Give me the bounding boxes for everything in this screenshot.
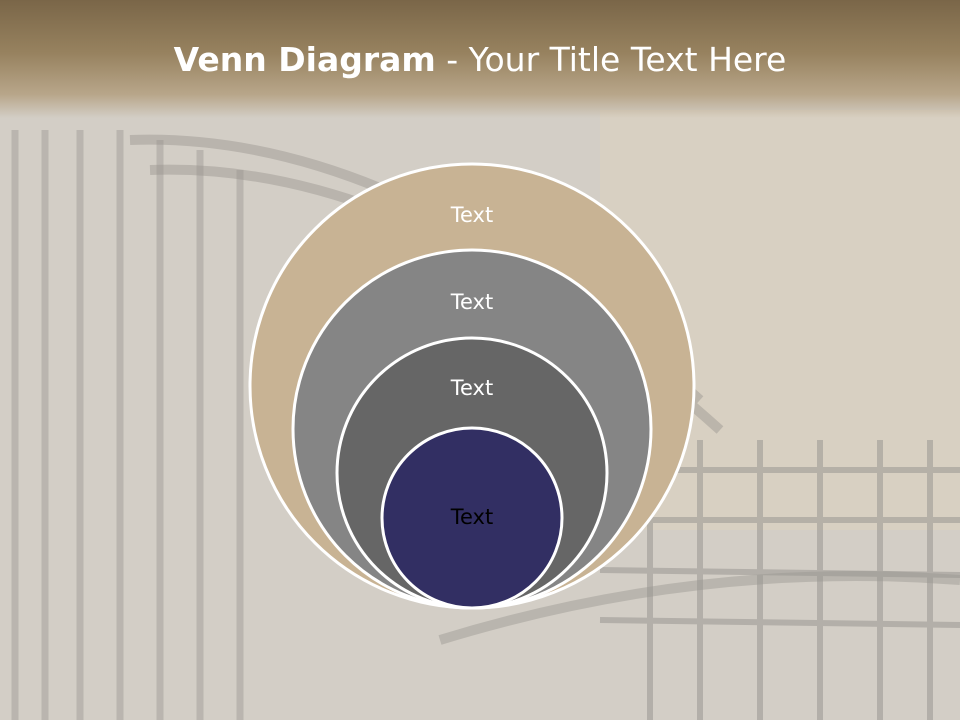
venn-circle-3-label: Text [450, 376, 493, 400]
title-rest: - Your Title Text Here [435, 40, 787, 79]
title-band [0, 0, 960, 118]
venn-circle-2-label: Text [450, 290, 493, 314]
venn-circle-4 [380, 426, 564, 610]
venn-circle-1-label: Text [450, 203, 493, 227]
slide-title: Venn Diagram - Your Title Text Here [0, 40, 960, 79]
venn-circle-4-label: Text [450, 505, 493, 529]
title-bold: Venn Diagram [173, 40, 436, 79]
